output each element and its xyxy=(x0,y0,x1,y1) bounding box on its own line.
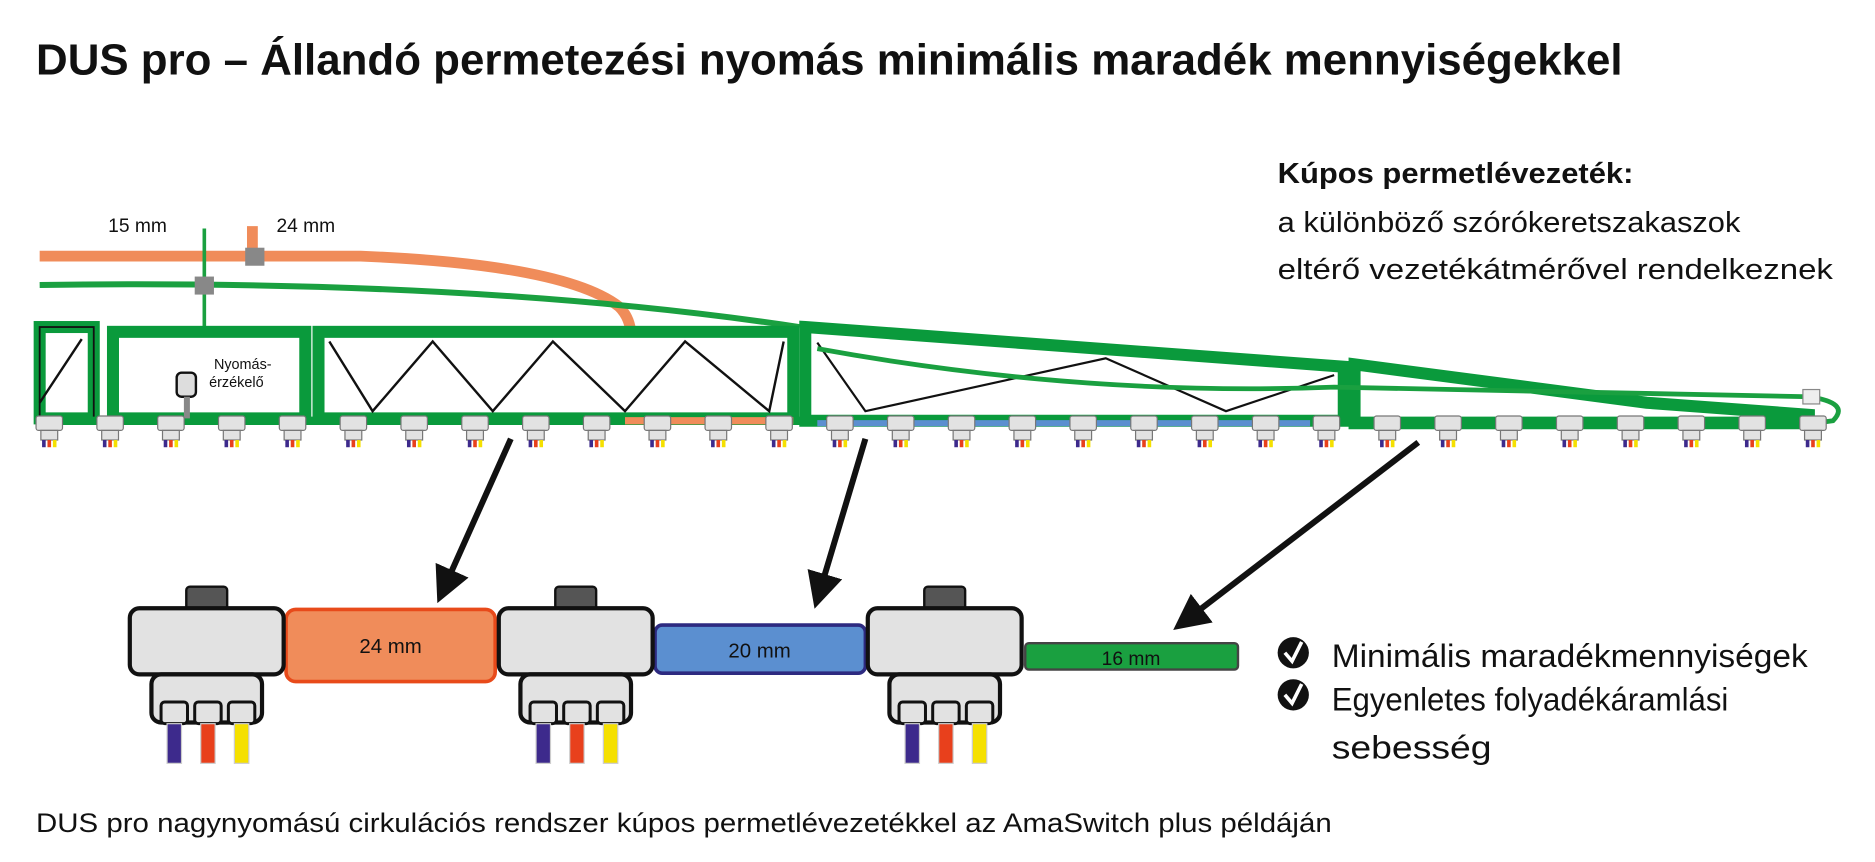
arrow xyxy=(1173,440,1421,631)
side-note-line-1: a különböző szórókeretszakaszok xyxy=(1278,207,1741,239)
pressure-sensor-icon xyxy=(175,371,198,398)
boom-section xyxy=(33,321,100,425)
page-title: DUS pro – Állandó permetezési nyomás min… xyxy=(36,37,1623,85)
pipe-label: 24 mm xyxy=(359,636,421,658)
nozzle xyxy=(1738,415,1766,448)
benefits-list: Minimális maradékmennyiségek Egyenletes … xyxy=(1277,637,1809,766)
caption: DUS pro nagynyomású cirkulációs rendszer… xyxy=(36,808,1332,838)
arrow xyxy=(435,437,514,604)
nozzle xyxy=(35,415,64,448)
boom: Nyomás- érzékelő xyxy=(33,320,1841,448)
arrow xyxy=(807,437,869,609)
nozzle xyxy=(826,415,854,448)
nozzle xyxy=(1373,415,1402,448)
label-24mm: 24 mm xyxy=(276,216,335,237)
pipe-24mm xyxy=(284,607,497,684)
connector xyxy=(194,276,214,295)
pressure-sensor: Nyomás- érzékelő xyxy=(175,357,272,419)
nozzle xyxy=(217,415,246,448)
nozzle xyxy=(1434,415,1462,448)
nozzle xyxy=(1069,415,1097,448)
nozzle xyxy=(1799,415,1827,448)
nozzle xyxy=(1495,415,1523,448)
benefit-text: sebesség xyxy=(1332,730,1492,766)
sensor-label: érzékelő xyxy=(209,375,263,391)
nozzle xyxy=(461,415,489,448)
nozzle xyxy=(704,415,733,448)
check-circle-icon xyxy=(1277,637,1309,669)
connector xyxy=(245,247,265,266)
end-valve xyxy=(1802,388,1821,405)
side-note: Kúpos permetlévezeték: a különböző szóró… xyxy=(1278,158,1834,286)
nozzle-body-detail xyxy=(127,585,286,764)
nozzle xyxy=(1130,415,1158,448)
green-inner-hose xyxy=(816,346,1841,426)
side-note-heading: Kúpos permetlévezeték: xyxy=(1278,158,1634,190)
orange-supply-hose xyxy=(39,250,637,415)
nozzle xyxy=(1312,415,1341,448)
nozzle xyxy=(1008,415,1037,448)
nozzle xyxy=(582,415,611,448)
benefit-text: Egyenletes folyadékáramlási xyxy=(1332,681,1729,717)
nozzle-body-detail xyxy=(496,585,655,764)
pipe-20mm xyxy=(653,623,868,675)
pipe-detail: 24 mm 20 mm 16 mm xyxy=(127,585,1240,764)
nozzle xyxy=(765,415,793,448)
nozzle xyxy=(1677,415,1706,448)
pipe-16mm xyxy=(1024,641,1240,671)
nozzle xyxy=(157,415,185,448)
supply-hoses: 15 mm 24 mm xyxy=(39,216,800,421)
nozzle xyxy=(1616,415,1645,448)
pipe-label: 20 mm xyxy=(728,641,790,663)
benefit-text: Minimális maradékmennyiségek xyxy=(1332,638,1809,674)
nozzle xyxy=(521,415,550,448)
green-return-hose xyxy=(39,281,800,331)
nozzle xyxy=(1190,415,1219,448)
nozzle xyxy=(1251,415,1280,448)
nozzle xyxy=(96,415,124,448)
sensor-label: Nyomás- xyxy=(214,357,272,373)
callout-arrows xyxy=(435,437,1421,631)
nozzle xyxy=(643,415,672,448)
nozzle xyxy=(1555,415,1584,448)
nozzle xyxy=(886,415,915,448)
nozzle xyxy=(278,415,307,448)
label-15mm: 15 mm xyxy=(108,216,167,237)
nozzle xyxy=(400,415,429,448)
side-note-line-2: eltérő vezetékátmérővel rendelkeznek xyxy=(1278,254,1834,286)
nozzle xyxy=(947,415,976,448)
check-circle-icon xyxy=(1277,679,1309,711)
nozzle-body-detail xyxy=(865,585,1024,764)
pipe-label: 16 mm xyxy=(1102,649,1161,670)
nozzle-row xyxy=(35,415,1827,448)
nozzle xyxy=(339,415,368,448)
